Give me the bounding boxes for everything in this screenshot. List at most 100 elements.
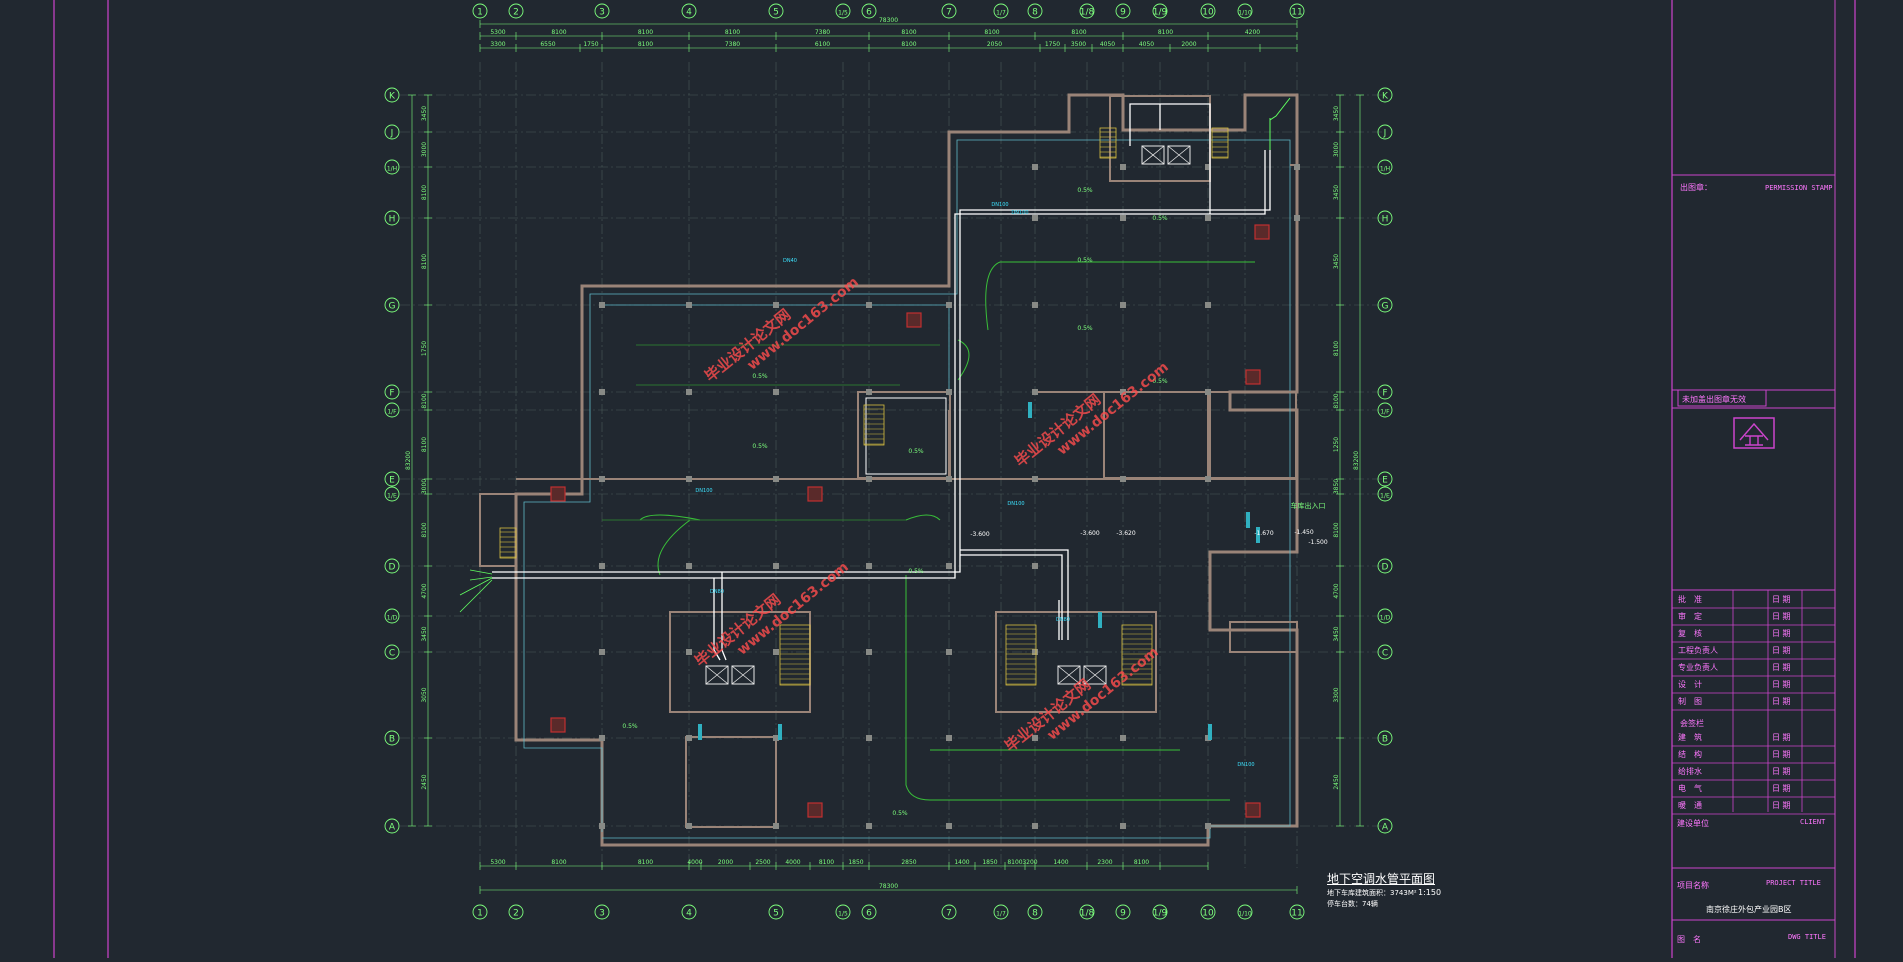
axis-label: 1/D [1380,615,1391,622]
stair-outline [779,624,811,686]
dim-label: 3850 [1333,479,1340,494]
column [599,389,605,395]
axis-label: 1/H [387,166,397,173]
stair-symbol [1211,127,1229,159]
axis-label: K [389,92,396,102]
date-label: 日 期 [1772,733,1791,742]
axis-label: 1/F [1380,409,1390,416]
axis-label: 10 [1202,909,1214,919]
axis-bubble [1377,297,1393,313]
column [1205,215,1211,221]
axis-bubble [384,486,400,502]
dim-label: 8100 [638,29,653,36]
ac-unit-cross [1141,145,1165,165]
column [1032,302,1038,308]
axis-label: 9 [1120,909,1126,919]
axis-label: F [1382,389,1387,399]
axis-bubble [993,904,1009,920]
axis-bubble [1152,3,1168,19]
entrance-label: 车库出入口 [1291,501,1326,510]
dim-label: 4000 [687,859,702,866]
axis-bubble [1152,904,1168,920]
dim-label: 3450 [1333,106,1340,121]
sign-row-label: 审 定 [1678,612,1702,621]
axis-label: 2 [513,8,519,18]
equipment-rooms [499,127,1260,740]
stamp-icon-box [1733,417,1775,449]
slope-label: 0.5% [1152,215,1168,222]
axis-bubble [384,608,400,624]
area-note: 地下车库建筑面积：3743M² [1327,889,1417,897]
column [599,823,605,829]
elevation-label: -1.500 [1308,539,1328,546]
dim-label: 8100 [551,29,566,36]
axis-bubble [384,297,400,313]
water-pipe [960,554,1063,640]
dim-label: 8100 [1071,29,1086,36]
equipment-mark [1245,369,1261,385]
column [1032,563,1038,569]
water-pipe [713,578,721,661]
date-label: 日 期 [1772,680,1791,689]
axis-bubble [681,3,697,19]
dim-label: 3450 [1333,626,1340,641]
pipe-tag: DN100 [1237,762,1254,768]
equipment-mark [550,486,566,502]
riser-leader [1269,97,1291,150]
dim-label: 1400 [954,859,969,866]
axis-bubble [1377,644,1393,660]
pipe-tag: DN80 [1056,617,1070,623]
date-label: 日 期 [1772,595,1791,604]
room-wall [1229,621,1298,653]
column [1205,164,1211,170]
slope-label: 0.5% [1077,325,1093,332]
axis-bubble [472,904,488,920]
fixture [1028,402,1032,418]
dim-label: 8100 [638,41,653,48]
column [1032,164,1038,170]
column [1294,164,1300,170]
column [599,563,605,569]
equipment-mark [807,486,823,502]
ac-unit-box [705,665,729,685]
axis-bubble [384,558,400,574]
water-pipe [721,572,727,661]
dim-label: 2000 [1181,41,1196,48]
axis-label: G [389,302,396,312]
axis-bubble [941,904,957,920]
column [773,476,779,482]
dim-label: 1750 [421,341,428,356]
column [1205,476,1211,482]
dim-label: 1850 [982,859,997,866]
ac-unit-cross [731,665,755,685]
axis-bubble [384,124,400,140]
axis-bubble [1079,904,1095,920]
invalid-note: 未加盖出图章无效 [1682,395,1746,404]
date-label: 日 期 [1772,663,1791,672]
column [773,823,779,829]
columns [550,164,1300,829]
scale-label: 1:150 [1418,888,1442,897]
dim-label: 3200 [1022,859,1037,866]
dim-label: 8100 [725,29,740,36]
pipe-leader [459,569,493,613]
cosign-label: 会签栏 [1680,719,1704,728]
cosign-row-label: 电 气 [1678,784,1702,793]
equipment-mark [550,717,566,733]
walls [479,93,1299,847]
column [773,649,779,655]
axis-bubble [1377,124,1393,140]
dim-label: 8100 [421,522,428,537]
dim-label: 3050 [421,687,428,702]
column [599,735,605,741]
ac-unit-cross [1057,665,1081,685]
column [686,823,692,829]
column [1120,302,1126,308]
dim-label: 8100 [421,185,428,200]
dim-label: 8100 [421,393,428,408]
slope-label: 0.5% [892,810,908,817]
column [1032,735,1038,741]
slope-label: 0.5% [752,443,768,450]
